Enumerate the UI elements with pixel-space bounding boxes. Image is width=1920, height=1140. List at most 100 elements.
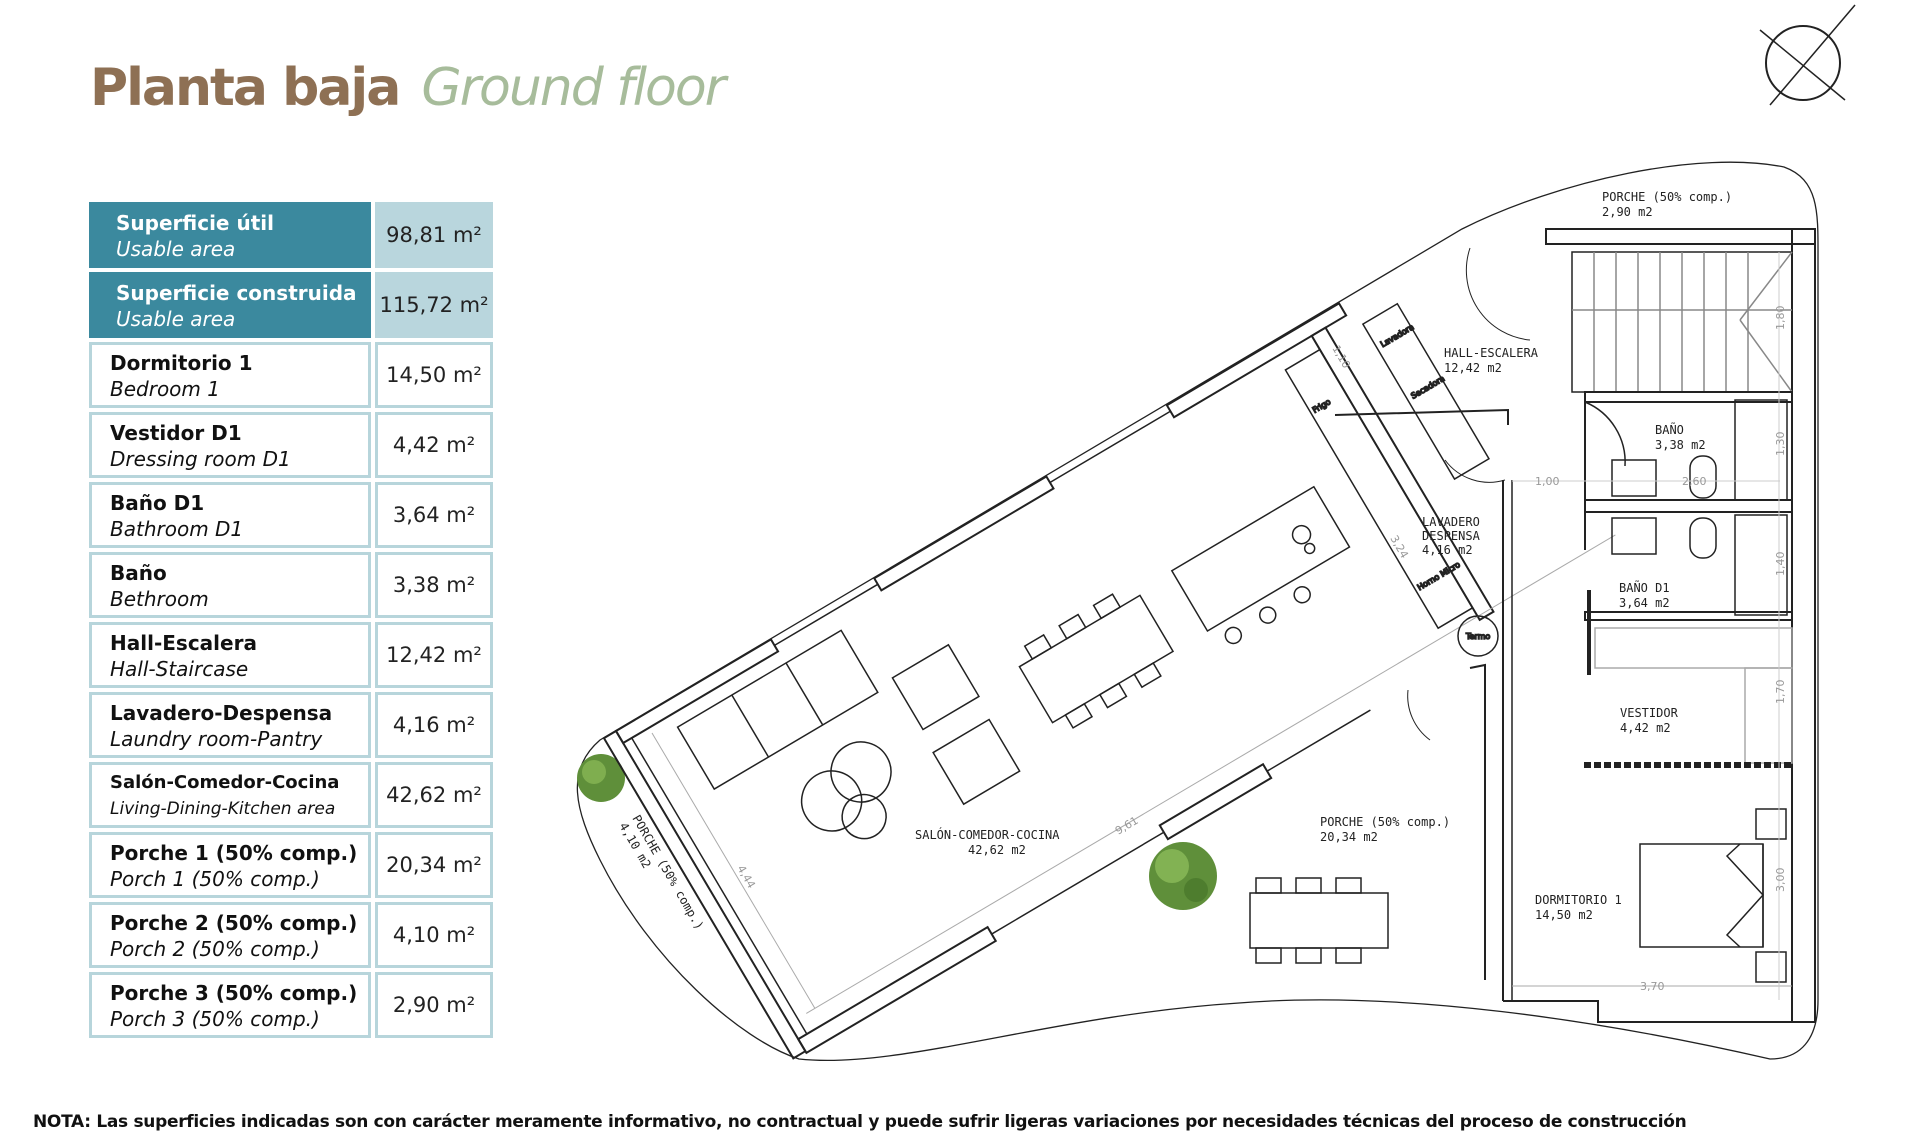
dim-3-70: 3,70 [1640,980,1665,993]
termo-label: Termo [1465,632,1490,641]
salon-name: SALÓN-COMEDOR-COCINA [915,827,1060,842]
frigo-label: Frigo [1311,397,1332,415]
room-area-value: 3,64 m² [375,482,493,548]
bedroom-wing [1465,228,1816,1023]
dim-9-61: 9,61 [1113,814,1141,838]
room-name-es: Lavadero-Despensa [110,701,333,725]
dim-3-00: 3,00 [1774,868,1787,893]
vestidor-area: 4,42 m2 [1620,721,1671,735]
room-name-cell: Porche 3 (50% comp.)Porch 3 (50% comp.) [89,972,371,1038]
room-name-es: Vestidor D1 [110,421,242,445]
room-name-cell: Porche 2 (50% comp.)Porch 2 (50% comp.) [89,902,371,968]
room-name-en: Porch 1 (50% comp.) [110,867,320,891]
tree-icon [1149,842,1217,910]
dim-1-80: 1,80 [1774,306,1787,331]
plot-outline [576,161,1819,1062]
room-name-en: Living-Dining-Kitchen area [110,799,336,819]
secadora-label: Secadora [1409,374,1446,401]
room-name-en: Usable area [116,307,236,331]
room-name-en: Laundry room-Pantry [110,727,323,751]
termo-icon [1457,615,1499,657]
area-row: Porche 1 (50% comp.)Porch 1 (50% comp.)2… [89,832,497,898]
room-area-value: 4,10 m² [375,902,493,968]
room-area-value: 4,42 m² [375,412,493,478]
room-area-value: 20,34 m² [375,832,493,898]
lavadora-label: Lavadora [1379,322,1416,349]
vestidor-name: VESTIDOR [1620,706,1679,720]
tree-icon [577,754,625,802]
room-name-en: Porch 3 (50% comp.) [110,1007,320,1031]
room-area-value: 115,72 m² [375,272,493,338]
salon-area: 42,62 m2 [968,843,1026,857]
room-name-en: Usable area [116,237,236,261]
porche-main-area: 20,34 m2 [1320,830,1378,844]
lavadero-area: 4,16 m2 [1422,543,1473,557]
porche-top-name: PORCHE (50% comp.) [1602,190,1732,204]
room-name-es: Porche 2 (50% comp.) [110,911,358,935]
room-area-value: 98,81 m² [375,202,493,268]
hall-name: HALL-ESCALERA [1444,346,1539,360]
dim-1-30: 1,30 [1774,432,1787,457]
room-name-es: Salón-Comedor-Cocina [110,772,340,793]
dim-4-44: 4,44 [734,863,758,891]
despensa-name: DESPENSA [1422,529,1481,543]
bano-d1-name: BAÑO D1 [1619,580,1670,595]
room-area-value: 4,16 m² [375,692,493,758]
area-row: Porche 2 (50% comp.)Porch 2 (50% comp.)4… [89,902,497,968]
page-title: Planta baja Ground floor [90,58,726,118]
title-english: Ground floor [421,58,726,118]
porche-main-name: PORCHE (50% comp.) [1320,815,1450,829]
room-name-es: Hall-Escalera [110,631,257,655]
footer-note: NOTA: Las superficies indicadas son con … [33,1112,1687,1132]
bano-area: 3,38 m2 [1655,438,1706,452]
room-area-value: 42,62 m² [375,762,493,828]
porche-top-area: 2,90 m2 [1602,205,1653,219]
room-name-en: Bedroom 1 [110,377,220,401]
room-name-cell: Porche 1 (50% comp.)Porch 1 (50% comp.) [89,832,371,898]
dim-2-60: 2,60 [1682,475,1707,488]
room-name-en: Bethroom [110,587,209,611]
room-name-es: Porche 3 (50% comp.) [110,981,358,1005]
room-name-es: Baño [110,561,167,585]
room-name-es: Porche 1 (50% comp.) [110,841,358,865]
room-name-es: Superficie construida [116,281,357,305]
area-row: Porche 3 (50% comp.)Porch 3 (50% comp.)2… [89,972,497,1038]
dormitorio-name: DORMITORIO 1 [1535,893,1622,907]
bano-d1-area: 3,64 m2 [1619,596,1670,610]
room-name-es: Baño D1 [110,491,205,515]
room-area-value: 12,42 m² [375,622,493,688]
room-area-value: 2,90 m² [375,972,493,1038]
room-name-es: Dormitorio 1 [110,351,253,375]
dim-1-70: 1,70 [1774,680,1787,705]
room-name-es: Superficie útil [116,211,274,235]
porch-dining-set [1249,877,1389,964]
dormitorio-area: 14,50 m2 [1535,908,1593,922]
hall-area: 12,42 m2 [1444,361,1502,375]
room-name-en: Hall-Staircase [110,657,249,681]
dim-1-40: 1,40 [1774,552,1787,577]
compass-icon [1759,4,1856,106]
dim-1-00: 1,00 [1535,475,1560,488]
title-spanish: Planta baja [90,58,401,118]
room-name-en: Dressing room D1 [110,447,291,471]
room-name-en: Porch 2 (50% comp.) [110,937,320,961]
